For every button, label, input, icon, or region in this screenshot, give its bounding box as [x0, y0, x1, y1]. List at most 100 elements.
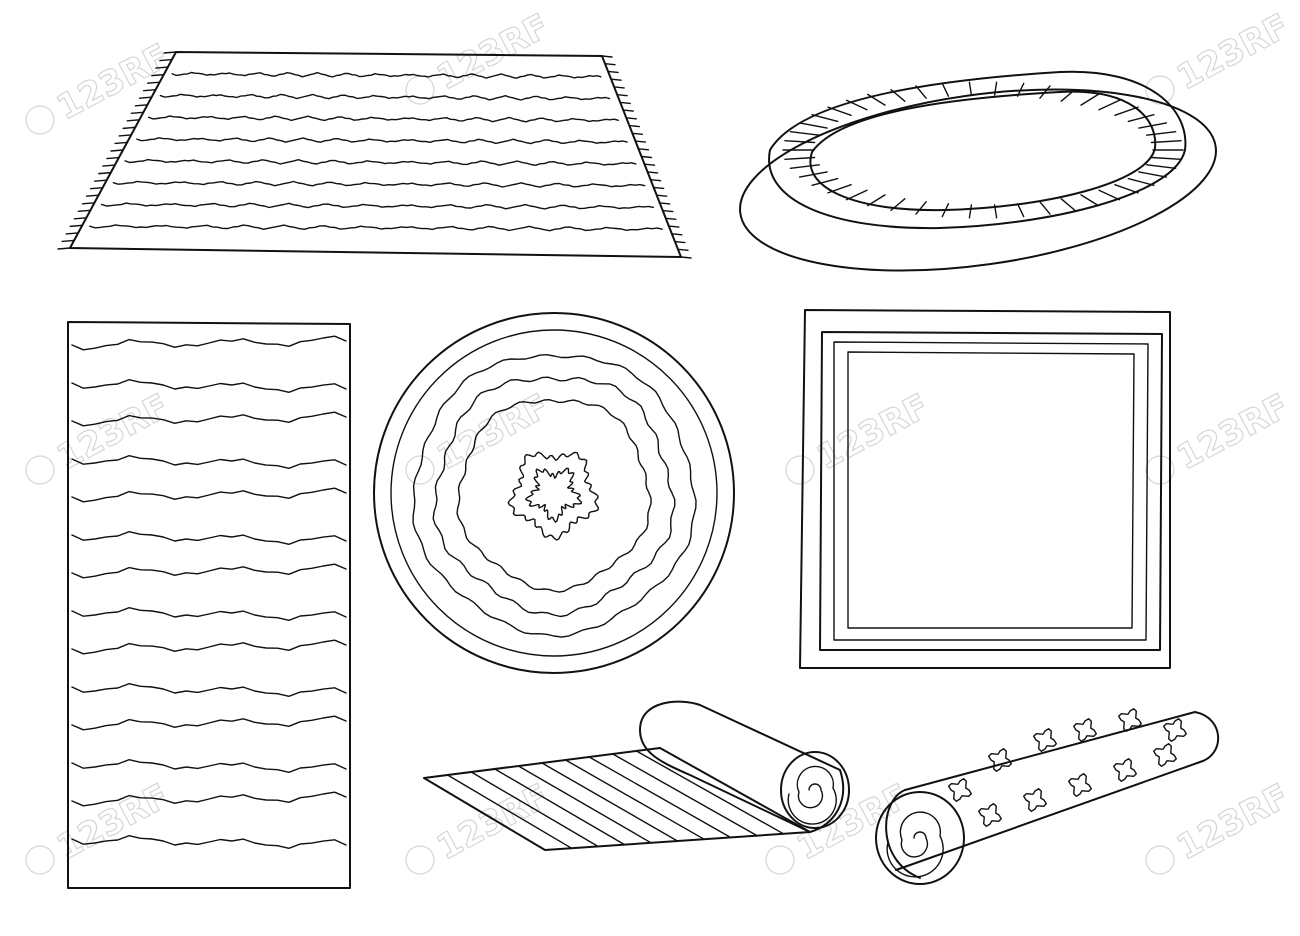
rug-border-tick: [845, 99, 868, 111]
rug-fringe: [677, 248, 689, 251]
rug-fringe: [668, 225, 680, 228]
rug-fringe: [89, 186, 104, 190]
rug-border-tick: [789, 130, 820, 136]
rug-border-tick: [827, 183, 852, 194]
rug-stripe: [171, 71, 602, 79]
rug-leaf-motif: [1073, 718, 1097, 742]
rug-fringe: [662, 209, 674, 213]
rug-leaf-motif: [1163, 718, 1187, 742]
rug-wave: [71, 411, 347, 427]
rug-border-tick: [1060, 198, 1076, 212]
rug-stripe: [612, 753, 758, 837]
rug-fringe: [142, 88, 157, 92]
rolled-striped-rug: [423, 700, 850, 851]
rug-border-tick: [784, 139, 816, 144]
rug-border-tick: [993, 81, 998, 96]
rug-fringe: [151, 73, 165, 77]
rug-stripe: [159, 93, 611, 101]
camera-aperture-icon: [405, 845, 435, 875]
rug-border-tick: [890, 88, 906, 102]
rug-fringe: [134, 104, 149, 107]
rug-wave: [71, 379, 347, 393]
rug-border-tick: [867, 194, 886, 207]
rug-fringe: [607, 70, 619, 74]
rug-fringe: [85, 194, 100, 197]
rug-fringe: [613, 86, 625, 89]
rug-ring: [456, 399, 652, 593]
watermark-text: 123RF: [1171, 6, 1296, 98]
camera-aperture-icon: [405, 455, 435, 485]
rug-border-tick: [1145, 164, 1177, 170]
rug-leaf-motif: [1153, 743, 1177, 767]
rug-fringe: [622, 109, 634, 112]
rug-ring: [525, 467, 582, 523]
rug-fringe: [604, 63, 616, 66]
rug-ring: [507, 451, 599, 541]
rug-fringe: [110, 149, 124, 152]
watermark: 123RF: [765, 776, 916, 875]
fringed-striped-rug: [57, 51, 692, 259]
rug-fringe: [652, 186, 665, 190]
rug-fringe: [646, 171, 659, 174]
rug-border-tick: [1060, 88, 1076, 102]
rug-border-tick: [1138, 171, 1168, 178]
watermark-text: 123RF: [1171, 776, 1296, 868]
rug-fringe: [634, 140, 647, 143]
watermark-text: 123RF: [431, 386, 556, 478]
rug-border-tick: [993, 204, 998, 219]
watermark-text: 123RF: [51, 386, 176, 478]
rug-fringe: [665, 217, 677, 221]
rug-stripe: [89, 224, 663, 232]
rug-fringe: [640, 155, 653, 159]
rug-leaf-motif: [988, 748, 1012, 772]
rug-stripe: [635, 750, 785, 835]
rug-fringe: [73, 217, 88, 220]
rug-leaf-motif: [978, 803, 1002, 827]
rug-fringe: [655, 194, 668, 197]
rug-fringe: [138, 96, 153, 99]
rug-wave: [71, 455, 347, 469]
rug-border-tick: [1080, 194, 1100, 207]
rug-stripe: [124, 158, 637, 166]
rug-fringe: [625, 117, 638, 120]
camera-aperture-icon: [25, 455, 55, 485]
rug-border-tick: [867, 93, 886, 106]
rug-border-tick: [1039, 85, 1051, 99]
rug-stripe: [494, 768, 626, 846]
rug-stripe: [541, 762, 679, 842]
rug-wave: [71, 531, 347, 545]
rug-wave: [71, 715, 347, 731]
rug-fringe: [619, 101, 631, 105]
rug-stripe: [100, 202, 655, 210]
rug-fringe: [601, 55, 613, 58]
rug-stripe: [470, 771, 599, 848]
long-rectangular-rug: [67, 321, 351, 889]
rug-wave: [71, 835, 347, 849]
rug-leaf-motif: [1023, 788, 1047, 812]
rolled-patterned-rug: [875, 708, 1220, 885]
round-rug: [373, 312, 735, 674]
rug-border-tick: [1080, 93, 1100, 106]
rug-border-tick: [941, 203, 950, 218]
watermark-text: 123RF: [51, 776, 176, 868]
watermark-text: 123RF: [431, 6, 556, 98]
camera-aperture-icon: [405, 75, 435, 105]
rug-fringe: [674, 240, 686, 244]
rug-border-tick: [1145, 130, 1177, 136]
watermark: 123RF: [25, 776, 176, 875]
rug-leaf-motif: [1113, 758, 1137, 782]
rug-fringe: [155, 66, 169, 69]
watermark-text: 123RF: [811, 386, 936, 478]
rug-fringe: [146, 81, 161, 84]
rug-wave: [71, 487, 347, 503]
rug-border-tick: [789, 164, 820, 170]
rug-border-tick: [941, 82, 950, 97]
camera-aperture-icon: [25, 845, 55, 875]
rug-fringe: [610, 78, 622, 81]
camera-aperture-icon: [765, 845, 795, 875]
rug-border-tick: [968, 81, 973, 96]
rug-stripe: [588, 756, 732, 839]
rug-fringe: [631, 132, 644, 136]
rug-border-tick: [1016, 203, 1025, 218]
rug-wave: [71, 639, 347, 655]
